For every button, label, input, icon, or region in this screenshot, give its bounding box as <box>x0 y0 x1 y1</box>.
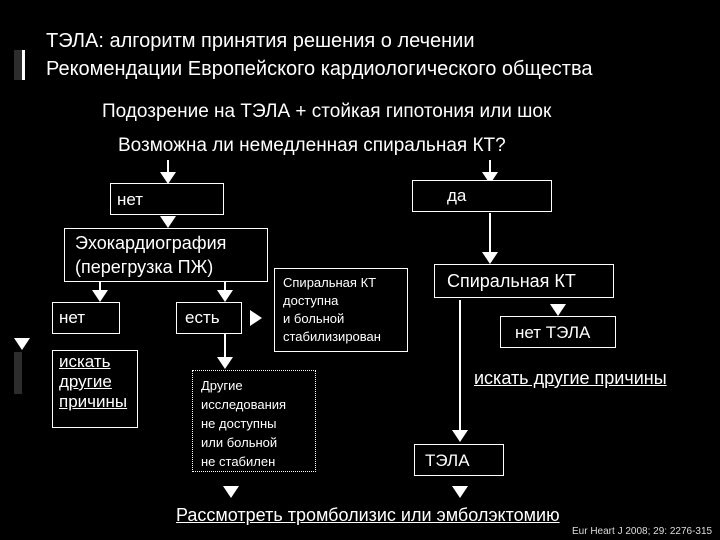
decor-block-bottom <box>14 352 22 394</box>
no-pe-box: нет ТЭЛА <box>500 316 616 348</box>
arrowhead-to-pe <box>452 430 468 442</box>
decor-bar-top <box>22 50 25 80</box>
seek-right-text: искать другие причины <box>474 368 667 388</box>
ct-available-box: Спиральная КТ доступна и больной стабили… <box>274 268 408 352</box>
echo-box: Эхокардиография (перегрузка ПЖ) <box>64 228 268 282</box>
arrowhead-to-echo <box>160 216 176 228</box>
arrowhead-to-ct-available <box>250 310 262 326</box>
no-echo-label: нет <box>59 308 86 327</box>
arrowhead-final-left <box>223 486 239 498</box>
ct-available-line1: Спиральная КТ <box>283 275 377 290</box>
seek-left-box: искать другие причины <box>52 350 138 428</box>
arrowhead-to-seek-left <box>14 338 30 350</box>
arrowhead-final-right <box>452 486 468 498</box>
citation-text: Eur Heart J 2008; 29: 2276-315 <box>572 526 713 537</box>
yes-main-label: да <box>447 186 467 205</box>
other-tests-box: Другие исследования не доступны или боль… <box>192 370 316 472</box>
arrowhead-yes-main <box>482 172 498 184</box>
yes-echo-label: есть <box>185 308 220 327</box>
other-tests-line3: не доступны <box>201 416 277 431</box>
arrowhead-to-yes-echo <box>217 290 233 302</box>
echo-line1: Эхокардиография <box>75 233 227 253</box>
question-suspicion: Подозрение на ТЭЛА + стойкая гипотония и… <box>102 101 552 122</box>
pe-label: ТЭЛА <box>425 451 470 470</box>
slide-title-line2: Рекомендации Европейского кардиологическ… <box>46 58 593 80</box>
yes-echo-box: есть <box>176 302 242 334</box>
other-tests-line5: не стабилен <box>201 454 276 469</box>
no-main-label: нет <box>117 190 144 209</box>
arrowhead-to-spiral-ct <box>482 252 498 264</box>
ct-available-line4: стабилизирован <box>283 329 381 344</box>
decor-block-top <box>14 50 22 80</box>
echo-line2: (перегрузка ПЖ) <box>75 257 214 277</box>
arrowhead-to-no-pe <box>550 304 566 316</box>
spiral-ct-box: Спиральная КТ <box>434 264 614 298</box>
no-pe-label: нет ТЭЛА <box>515 323 591 342</box>
no-echo-box: нет <box>52 302 120 334</box>
seek-left-line2: другие <box>59 372 112 391</box>
seek-left-line1: искать <box>59 352 111 371</box>
arrowhead-no-main <box>160 172 176 184</box>
other-tests-line4: или больной <box>201 435 278 450</box>
question-ct-possible: Возможна ли немедленная спиральная КТ? <box>118 135 506 156</box>
spiral-ct-label: Спиральная КТ <box>447 271 576 291</box>
slide-title-line1: ТЭЛА: алгоритм принятия решения о лечени… <box>46 30 475 52</box>
arrowhead-to-no-echo <box>92 290 108 302</box>
yes-main-box: да <box>412 180 552 212</box>
ct-available-line3: и больной <box>283 311 345 326</box>
ct-available-line2: доступна <box>283 293 339 308</box>
pe-box: ТЭЛА <box>414 444 504 476</box>
no-main-box: нет <box>110 183 224 215</box>
arrowhead-to-other-tests <box>217 357 233 369</box>
other-tests-line1: Другие <box>201 378 243 393</box>
other-tests-line2: исследования <box>201 397 287 412</box>
seek-left-line3: причины <box>59 392 128 411</box>
final-decision-text: Рассмотреть тромболизис или эмболэктомию <box>176 505 560 525</box>
